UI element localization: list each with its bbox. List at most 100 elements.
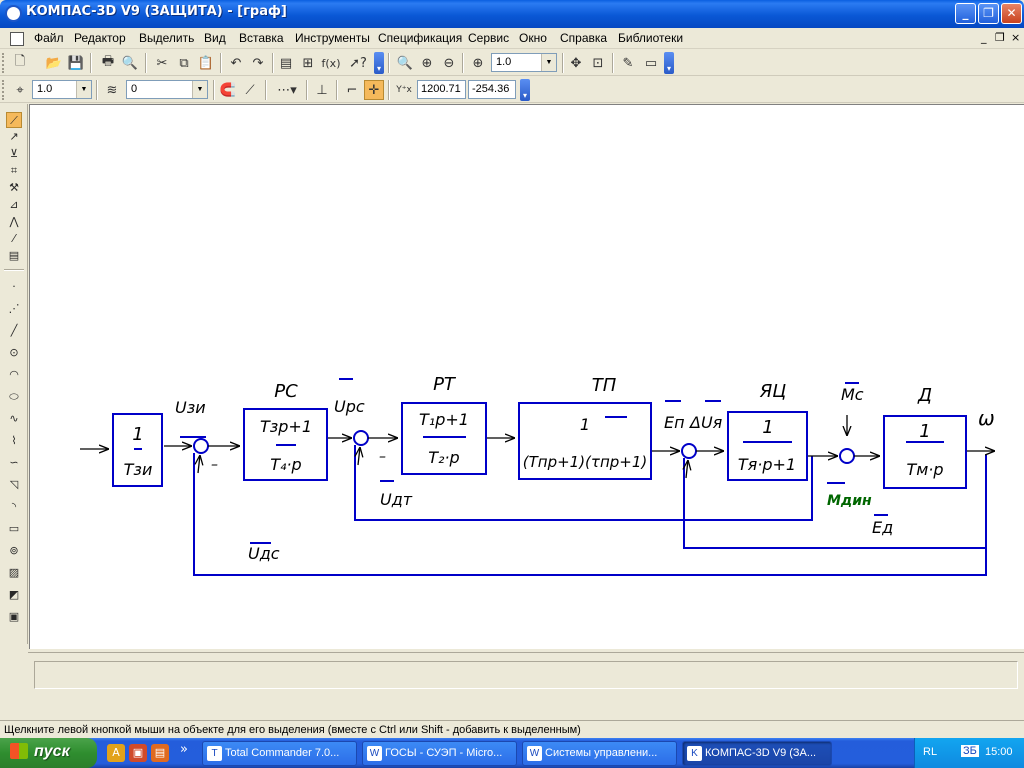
dropdown-arrow-icon[interactable]: ▼ — [76, 81, 91, 98]
local-cs-icon[interactable]: ⊥ — [316, 82, 328, 98]
dimensions-tool-icon[interactable]: ↗ — [9, 130, 19, 143]
library-icon[interactable]: ⊞ — [302, 55, 314, 71]
menu-file[interactable]: Файл — [34, 31, 64, 45]
fill-tool-icon[interactable]: ◩ — [8, 588, 20, 601]
cursor-step-icon[interactable]: ⌖ — [16, 82, 24, 98]
language-indicator[interactable]: RL — [923, 746, 938, 758]
toolbar-grip[interactable] — [2, 80, 5, 100]
manager-icon[interactable]: ▤ — [279, 55, 293, 71]
new-document-icon[interactable]: 🗋 — [14, 54, 26, 69]
zoom-out-icon[interactable]: ⊖ — [443, 55, 455, 71]
open-icon[interactable]: 📂 — [45, 55, 63, 71]
menu-tools[interactable]: Инструменты — [295, 31, 370, 45]
dropdown-arrow-icon[interactable]: ▼ — [192, 81, 207, 98]
parametrization-tool-icon[interactable]: ⚒ — [9, 181, 19, 194]
zoom-window-icon[interactable]: 🔍 — [396, 55, 414, 71]
layer-combo[interactable]: 0▼ — [126, 80, 208, 99]
measure-tool-icon[interactable]: ⊿ — [9, 198, 19, 211]
quicklaunch-app-icon[interactable]: ▣ — [129, 744, 147, 762]
coord-x-field[interactable]: 1200.71 — [417, 80, 466, 99]
help-pointer-icon[interactable]: ➚? — [349, 55, 367, 71]
cut-icon[interactable]: ✂ — [156, 55, 168, 71]
tray-app-icon[interactable]: ЗБ — [961, 745, 979, 757]
step-combo[interactable]: 1.0▼ — [32, 80, 92, 99]
hatch-tool-icon[interactable]: ▨ — [8, 566, 20, 579]
dropdown-arrow-icon[interactable]: ▼ — [541, 54, 556, 71]
start-button[interactable]: пуск — [0, 738, 97, 768]
menu-window[interactable]: Окно — [519, 31, 547, 45]
clock[interactable]: 15:00 — [985, 746, 1013, 758]
document-icon[interactable] — [10, 32, 24, 46]
menu-libraries[interactable]: Библиотеки — [618, 31, 684, 45]
point-tool-icon[interactable]: · — [12, 280, 16, 293]
minimize-button[interactable]: _ — [955, 3, 976, 24]
print-preview-icon[interactable]: 🔍 — [121, 55, 139, 71]
show-all-icon[interactable]: ⊡ — [592, 55, 604, 71]
doc-minimize-button[interactable]: _ — [981, 31, 987, 44]
menu-editor[interactable]: Редактор — [74, 31, 126, 45]
display-icon[interactable]: ▭ — [644, 55, 658, 71]
segment-tool-icon[interactable]: ╱ — [10, 324, 18, 337]
toolbar-grip[interactable] — [2, 53, 5, 73]
kompas-app-icon[interactable] — [5, 5, 22, 22]
toolbar3-overflow-chevron[interactable]: ▾ — [520, 79, 530, 101]
menu-view[interactable]: Вид — [204, 31, 226, 45]
variables-fx-icon[interactable]: f(x) — [321, 56, 341, 70]
ellipse-tool-icon[interactable]: ⬭ — [9, 390, 19, 403]
coord-y-field[interactable]: -254.36 — [468, 80, 516, 99]
edit-tool-icon[interactable]: ⌗ — [10, 164, 18, 177]
polyline-tool-icon[interactable]: ⌇ — [11, 434, 17, 447]
arc-tool-icon[interactable]: ◠ — [9, 368, 19, 381]
chamfer-tool-icon[interactable]: ◹ — [9, 478, 19, 491]
menu-select[interactable]: Выделить — [139, 31, 195, 45]
redo-icon[interactable]: ↷ — [252, 55, 264, 71]
save-icon[interactable]: 💾 — [67, 55, 85, 71]
undo-icon[interactable]: ↶ — [230, 55, 242, 71]
close-button[interactable]: ✕ — [1001, 3, 1022, 24]
zoom-scale-icon[interactable]: ⊕ — [472, 55, 484, 71]
reports-tool-icon[interactable]: ▤ — [8, 249, 20, 262]
snap-off-icon[interactable]: ⟋ — [245, 82, 255, 98]
rectangle-tool-icon[interactable]: ▭ — [8, 522, 20, 535]
property-panel-area[interactable] — [34, 661, 1018, 689]
quicklaunch-avast-icon[interactable]: A — [107, 744, 125, 762]
circle-tool-icon[interactable]: ⊙ — [9, 346, 19, 359]
contour-tool-icon[interactable]: ▣ — [8, 610, 20, 623]
zoom-combo[interactable]: 1.0▼ — [491, 53, 557, 72]
designations-tool-icon[interactable]: ⊻ — [9, 147, 19, 160]
maximize-button[interactable]: ❐ — [978, 3, 999, 24]
ortho-icon[interactable]: ⌐ — [346, 82, 358, 98]
drawing-canvas[interactable]: 1 Тзи РС Тзр+1 Т₄·р РТ Т₁р+1 Т₂·р ТП 1 (… — [29, 104, 1024, 649]
copy-icon[interactable]: ⧉ — [179, 55, 189, 71]
layer-icon[interactable]: ≋ — [106, 82, 118, 98]
select-tool-icon[interactable]: ⋀ — [9, 215, 19, 228]
round-snap-icon[interactable]: ✛ — [364, 80, 384, 100]
quicklaunch-app2-icon[interactable]: ▤ — [151, 744, 169, 762]
doc-restore-button[interactable]: ❐ — [995, 31, 1005, 44]
toolbar-overflow-chevron[interactable]: ▾ — [374, 52, 384, 74]
fillet-tool-icon[interactable]: ◝ — [11, 500, 17, 513]
zoom-in-icon[interactable]: ⊕ — [421, 55, 433, 71]
auto-line-tool-icon[interactable]: ⊚ — [9, 544, 19, 557]
spec-tool-icon[interactable]: ⁄ — [13, 232, 15, 245]
print-icon[interactable]: 🖶 — [101, 54, 115, 69]
paste-icon[interactable]: 📋 — [197, 55, 215, 71]
spline-tool-icon[interactable]: ∿ — [9, 412, 19, 425]
grid-icon[interactable]: ⋯▾ — [277, 82, 297, 98]
doc-close-button[interactable]: × — [1011, 31, 1021, 44]
nurbs-tool-icon[interactable]: ∽ — [9, 456, 19, 469]
aux-line-tool-icon[interactable]: ⋰ — [8, 302, 20, 315]
refresh-icon[interactable]: ✎ — [622, 55, 634, 71]
menu-insert[interactable]: Вставка — [239, 31, 284, 45]
geometry-tool-icon[interactable]: ⟋ — [6, 112, 22, 128]
menu-service[interactable]: Сервис — [468, 31, 510, 45]
menu-specification[interactable]: Спецификация — [378, 31, 463, 45]
pan-icon[interactable]: ✥ — [570, 55, 582, 71]
toolbar2-overflow-chevron[interactable]: ▾ — [664, 52, 674, 74]
menu-help[interactable]: Справка — [560, 31, 608, 45]
quicklaunch-overflow-icon[interactable]: » — [180, 742, 188, 757]
snap-magnet-icon[interactable]: 🧲 — [219, 82, 237, 98]
